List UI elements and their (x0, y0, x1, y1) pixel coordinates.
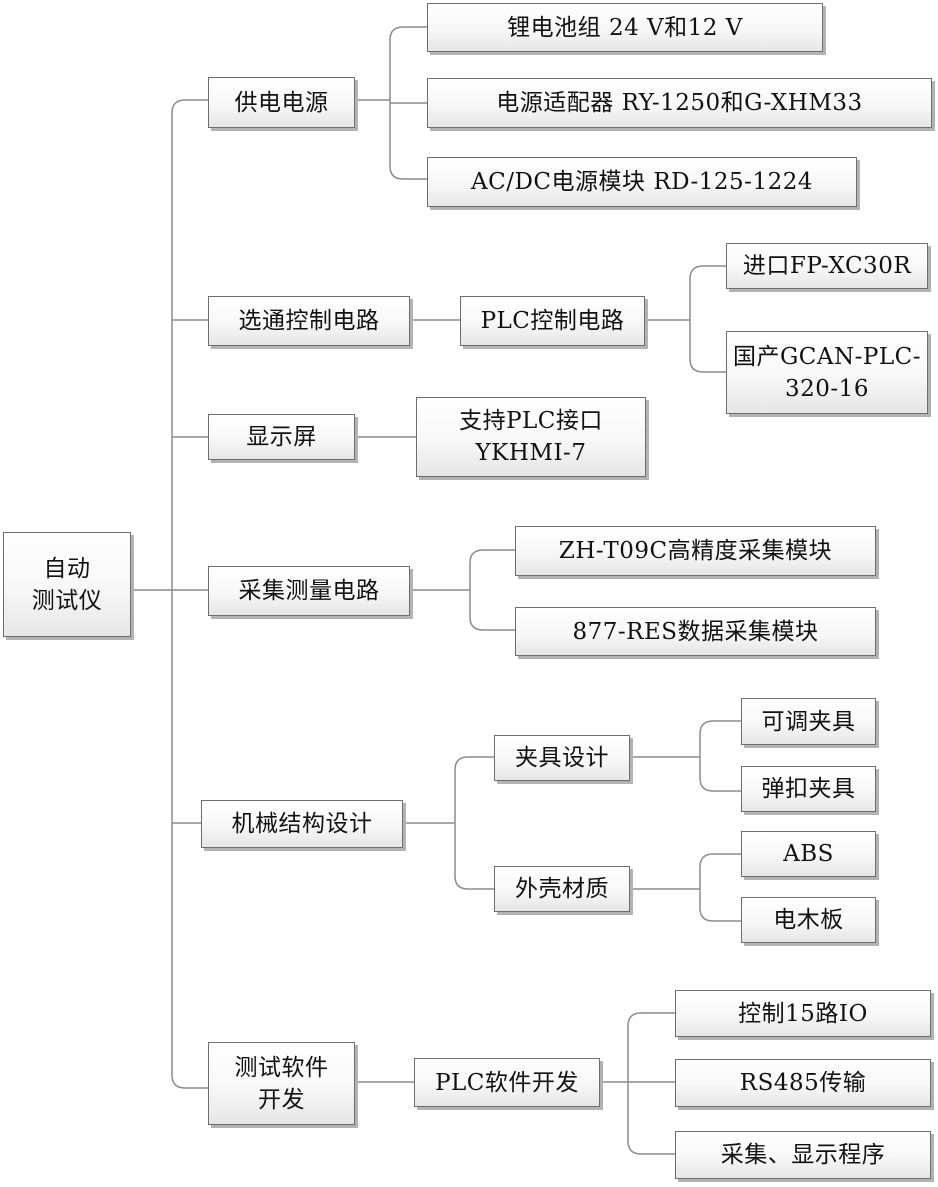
node-software-plc: PLC软件开发 (414, 1058, 600, 1107)
node-power-acdc: AC/DC电源模块 RD-125-1224 (427, 157, 857, 207)
wire-gating-bracket (689, 265, 704, 373)
node-acq-877: 877-RES数据采集模块 (515, 607, 876, 656)
wire-trunk (171, 99, 186, 1089)
wire-mech-bracket (454, 756, 469, 890)
node-software-program: 采集、显示程序 (675, 1131, 931, 1179)
node-software-rs485: RS485传输 (675, 1059, 931, 1107)
wire-software-bracket (627, 1012, 642, 1155)
wire-acq-bracket (469, 549, 484, 631)
node-acq-zh: ZH-T09C高精度采集模块 (515, 526, 876, 576)
node-shell: 外壳材质 (494, 866, 630, 912)
node-gating-import: 进口FP-XC30R (726, 243, 928, 289)
node-shell-bakelite: 电木板 (741, 897, 876, 943)
wire-fixture-bracket (699, 720, 714, 792)
node-gating-domestic: 国产GCAN-PLC- 320-16 (726, 331, 928, 414)
node-display: 显示屏 (208, 414, 355, 460)
node-acquisition: 采集测量电路 (208, 566, 410, 616)
node-fixture-adjustable: 可调夹具 (741, 698, 876, 745)
node-software: 测试软件 开发 (208, 1042, 355, 1125)
node-fixture: 夹具设计 (494, 735, 630, 781)
wire-shell-bracket (699, 853, 714, 922)
root-node: 自动 测试仪 (3, 532, 131, 637)
node-power: 供电电源 (208, 77, 355, 128)
node-gating-plc: PLC控制电路 (460, 296, 645, 346)
node-shell-abs: ABS (741, 831, 876, 877)
node-mechanical: 机械结构设计 (201, 800, 403, 848)
node-power-adapter: 电源适配器 RY-1250和G-XHM33 (427, 78, 932, 128)
node-power-battery: 锂电池组 24 V和12 V (427, 3, 823, 52)
node-display-ykhmi: 支持PLC接口 YKHMI-7 (416, 397, 646, 477)
node-gating: 选通控制电路 (208, 296, 410, 346)
node-fixture-snap: 弹扣夹具 (741, 766, 876, 812)
node-software-io: 控制15路IO (675, 990, 931, 1037)
